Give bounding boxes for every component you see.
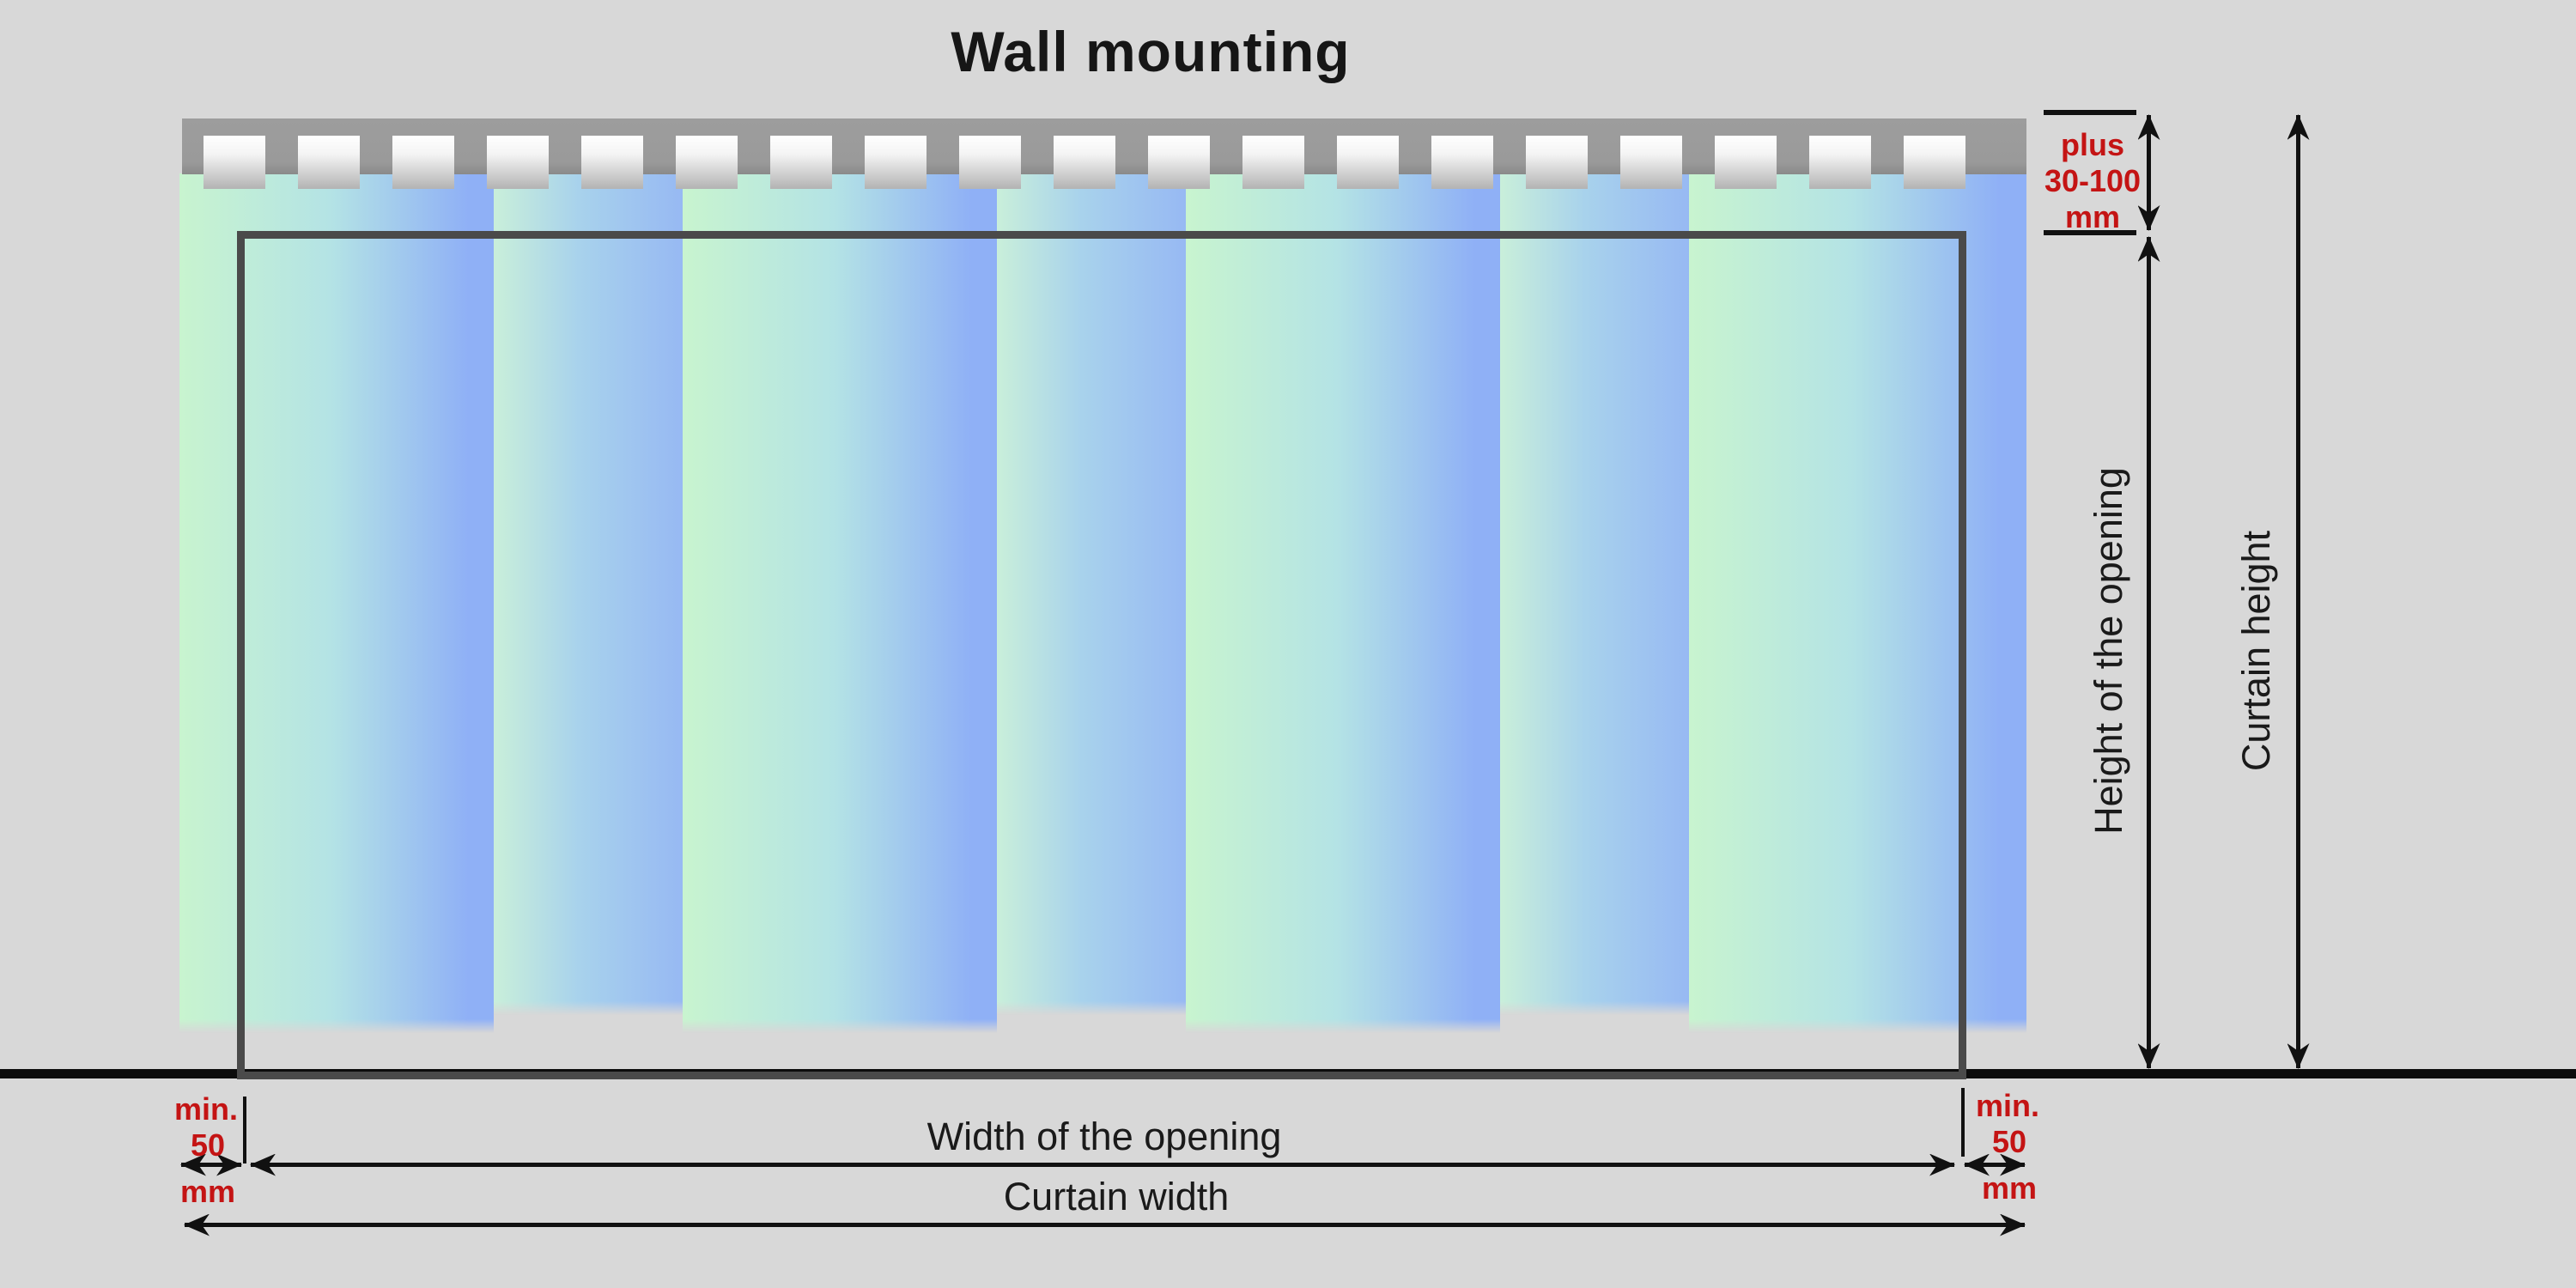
mounting-bracket [1148,136,1210,189]
mounting-bracket [1620,136,1682,189]
page-title: Wall mounting [951,20,1351,83]
min50-left-tick [243,1097,246,1163]
curtain-strip [494,173,683,1015]
opening-outline [237,231,1966,1079]
curtain-strip [1186,173,1500,1033]
arrowhead-right-icon [2000,1213,2026,1236]
mounting-bracket [1715,136,1777,189]
plus-top-tick [2044,110,2136,115]
curtain-width-label: Curtain width [1003,1175,1230,1218]
mounting-bracket [392,136,454,189]
arrowhead-right-icon [1929,1153,1955,1176]
min50-right-tick [1961,1088,1965,1157]
arrowhead-left-icon [184,1213,210,1236]
curtain-strip [179,173,494,1033]
mounting-bracket [676,136,738,189]
mounting-bracket [770,136,832,189]
height-of-opening-arrow [2137,236,2160,1069]
curtain-strip [1689,173,2026,1033]
curtain-height-label: Curtain height [2234,530,2278,772]
height-of-opening-label: Height of the opening [2087,467,2130,835]
mounting-bracket [1904,136,1965,189]
plus-dimension-arrow [2137,114,2160,231]
curtain-height-arrow [2287,114,2310,1069]
arrowhead-down-icon [2137,1043,2160,1069]
min50-right-arrow [1964,1153,2026,1176]
mounting-bracket [1337,136,1399,189]
curtain-strip [683,173,997,1033]
arrowhead-up-icon [2137,236,2160,262]
mounting-bracket [1242,136,1304,189]
mounting-bracket [487,136,549,189]
min50-right-label-mm: mm [1981,1170,2038,1206]
mounting-bracket [204,136,265,189]
mounting-bracket [865,136,927,189]
arrowhead-up-icon [2287,114,2310,140]
mounting-bracket [298,136,360,189]
arrowhead-left-icon [250,1153,276,1176]
width-of-opening-arrow [250,1153,1955,1176]
mounting-bracket [1809,136,1871,189]
plus-bottom-tick [2044,230,2136,235]
min50-left-label-mm: mm [179,1174,236,1209]
plus-30-100-mm-label: plus 30-100 mm [2044,127,2142,234]
min50-left-label-min: min. [173,1091,239,1127]
curtain-strip [1500,173,1689,1015]
width-of-opening-label: Width of the opening [927,1115,1282,1158]
min50-left-label-50: 50 [190,1127,226,1163]
min50-right-label-min: min. [1975,1088,2040,1123]
min50-right-label-50: 50 [1991,1124,2027,1159]
mounting-bracket [1526,136,1588,189]
curtain-strip [997,173,1186,1015]
mounting-bracket [1431,136,1493,189]
mounting-bracket [581,136,643,189]
curtain-width-arrow [184,1213,2026,1236]
mounting-bracket [959,136,1021,189]
mounting-bracket [1054,136,1115,189]
arrowhead-down-icon [2287,1043,2310,1069]
